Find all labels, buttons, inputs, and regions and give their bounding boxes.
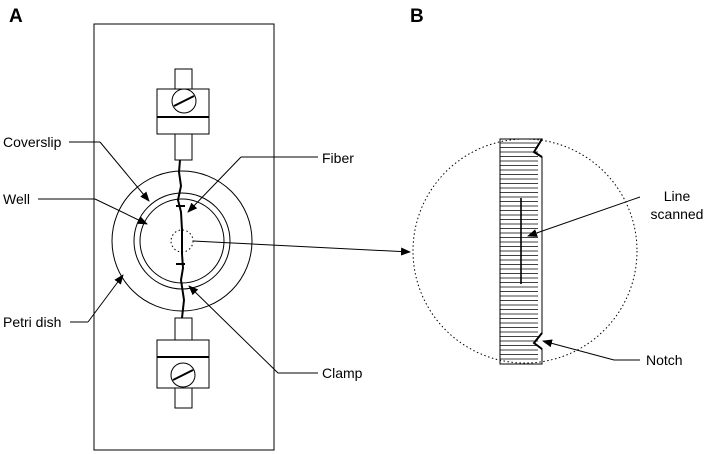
well-label: Well (3, 191, 30, 207)
petri-dish-label: Petri dish (3, 314, 61, 330)
panel-a (38, 23, 411, 451)
magnified-field (412, 138, 638, 364)
magnified-fiber (499, 138, 543, 365)
top-clamp (156, 68, 210, 161)
notch-label: Notch (646, 352, 683, 368)
panel-b-label: B (410, 6, 424, 27)
slide-frame (93, 23, 275, 451)
line-scanned-label-line1: Line (664, 188, 691, 204)
line-scanned-leader (527, 196, 641, 237)
coverslip-label: Coverslip (3, 134, 62, 150)
fiber-line (176, 159, 186, 319)
fiber-label: Fiber (322, 150, 354, 166)
clamp-label: Clamp (322, 365, 363, 381)
magnification-arrow (192, 240, 411, 256)
line-scanned-label-line2: scanned (651, 206, 704, 222)
bottom-clamp (156, 317, 210, 409)
panel-b (412, 138, 641, 365)
panel-a-label: A (9, 6, 23, 27)
